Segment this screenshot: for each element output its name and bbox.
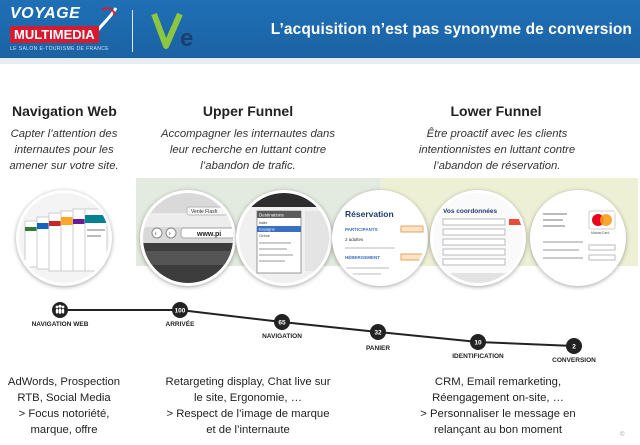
header-divider: [132, 10, 133, 52]
node-label-arrivee: ARRIVÉE: [165, 321, 195, 328]
coords-title: Vos coordonnées: [443, 208, 497, 215]
reservation-title: Réservation: [345, 209, 394, 219]
svg-text:Italie: Italie: [259, 220, 268, 225]
node-conversion: 2: [566, 338, 582, 354]
payment-visual: MasterCard: [530, 190, 626, 286]
svg-text:Espagne: Espagne: [259, 227, 276, 232]
svg-text:PARTICIPANTS: PARTICIPANTS: [345, 227, 378, 232]
svg-text:100: 100: [175, 308, 186, 315]
browser-url: www.pi: [196, 231, 221, 238]
node-label-identification: IDENTIFICATION: [452, 353, 504, 360]
ve-logo: e: [151, 12, 193, 52]
menu-visual: Destinations Italie Espagne Grèce: [236, 190, 332, 286]
brand-box: MULTIMEDIA: [10, 26, 99, 43]
payment-brand: MasterCard: [591, 231, 609, 235]
navigation-web-visual: [16, 190, 112, 286]
footer-mark: ©: [620, 432, 625, 438]
svg-text:10: 10: [474, 340, 482, 347]
svg-text:32: 32: [374, 330, 382, 337]
brand-tagline: LE SALON E-TOURISME DE FRANCE: [10, 46, 110, 52]
svg-text:2 adultes: 2 adultes: [345, 237, 364, 242]
browser-tab-label: Vente Flash: [191, 209, 218, 215]
voyage-multimedia-logo: VOYAGE MULTIMEDIA LE SALON E-TOURISME DE…: [10, 6, 120, 56]
col-title-upper: Upper Funnel: [202, 103, 294, 119]
header-bar: VOYAGE MULTIMEDIA LE SALON E-TOURISME DE…: [0, 0, 640, 62]
node-identification: 10: [470, 334, 486, 350]
col-title-navigation: Navigation Web: [12, 103, 117, 119]
svg-text:Destinations: Destinations: [259, 213, 285, 218]
node-label-conversion: CONVERSION: [552, 357, 596, 364]
node-label-navigation-web: NAVIGATION WEB: [31, 321, 89, 328]
node-label-navigation: NAVIGATION: [262, 333, 302, 340]
svg-text:65: 65: [278, 320, 286, 327]
col-title-lower: Lower Funnel: [450, 103, 542, 119]
bottom-text-lower: CRM, Email remarketing,Réengagement on-s…: [420, 376, 576, 437]
svg-text:‹: ‹: [155, 231, 158, 238]
svg-text:e: e: [180, 25, 193, 52]
identification-form-visual: Vos coordonnées: [430, 190, 526, 286]
slide-title: L’acquisition n’est pas synonyme de conv…: [270, 21, 632, 38]
svg-text:HÉBERGEMENT: HÉBERGEMENT: [345, 253, 380, 260]
people-icon: [55, 304, 65, 314]
node-panier: 32: [370, 324, 386, 340]
svg-text:2: 2: [572, 344, 576, 351]
svg-text:Grèce: Grèce: [259, 233, 271, 238]
node-navigation-web: [52, 302, 68, 318]
node-navigation: 65: [274, 314, 290, 330]
svg-text:›: ›: [169, 231, 172, 238]
brand-swirl-icon: [96, 7, 118, 31]
reservation-visual: Réservation PARTICIPANTS 2 adultes HÉBER…: [332, 190, 428, 286]
node-arrivee: 100: [172, 302, 188, 318]
node-label-panier: PANIER: [365, 345, 391, 352]
brand-top: VOYAGE: [10, 5, 81, 22]
browser-visual: Vente Flash ‹ › www.pi: [140, 190, 236, 286]
header-band: [0, 58, 640, 64]
